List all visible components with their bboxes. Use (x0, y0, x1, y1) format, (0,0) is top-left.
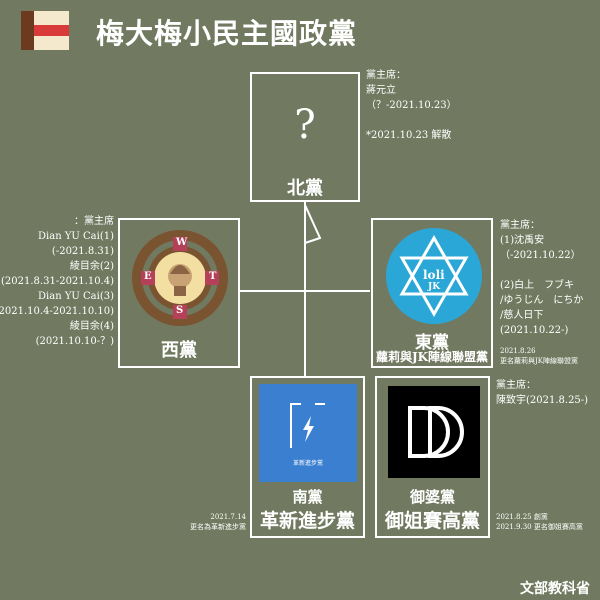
note-line: 陳致宇(2021.8.25-) (496, 395, 589, 406)
south-party-box[interactable]: 革新進步黨 南黨 革新進步黨 (250, 376, 365, 538)
note-line: *2021.10.23 解散 (366, 130, 452, 141)
note-line: 綾目余(4) (69, 321, 114, 332)
lightning-bracket-icon (290, 403, 325, 448)
compass-logo-icon (132, 230, 228, 326)
north-party-symbol: ? (294, 102, 316, 148)
small-note-line: 更名蘿莉與JK陣線聯盟黨 (500, 357, 579, 365)
south-party-logo: 革新進步黨 (259, 384, 357, 482)
east-party-label: 東黨 (415, 333, 449, 353)
note-line: 蔣元立 (366, 85, 396, 96)
compass-label-t: T (209, 271, 217, 282)
note-line: /慈人日下 (500, 310, 544, 321)
south-logo-caption: 革新進步黨 (292, 460, 323, 467)
note-line: Dian YU Cai(1) (38, 231, 114, 242)
royal-party-box[interactable]: 御婆黨 御姐賽高黨 (375, 376, 490, 538)
arrow-marker-icon (304, 205, 322, 244)
small-note-line: 2021.8.26 (500, 347, 536, 355)
small-note-line: 更名為革新進步黨 (190, 523, 246, 531)
note-line: (2)白上 フブキ (500, 280, 575, 291)
south-party-label: 南黨 (292, 488, 323, 506)
note-line (500, 263, 583, 278)
note-line: 綾目余(2) (69, 261, 114, 272)
east-party-small-notes: 2021.8.26 更名蘿莉與JK陣線聯盟黨 (500, 346, 578, 366)
east-logo-text-loli: loli (423, 268, 445, 282)
small-note-line: 2021.9.30 更名御姐賽高黨 (496, 523, 583, 531)
west-party-box[interactable]: W E T S 西黨 (118, 218, 240, 368)
east-logo-text-jk: JK (428, 282, 441, 292)
note-line: （？-2021.10.23） (366, 100, 457, 111)
small-note-line: 2021.7.14 (210, 513, 246, 521)
east-party-sublabel: 蘿莉與JK陣線聯盟黨 (375, 350, 489, 364)
note-line: (1)沈禹安 (500, 235, 545, 246)
west-party-notes: ：黨主席 Dian YU Cai(1) (-2021.8.31) 綾目余(2) … (0, 214, 114, 349)
note-line: ：黨主席 (74, 216, 114, 227)
royal-party-small-notes: 2021.8.25 創黨 2021.9.30 更名御姐賽高黨 (496, 512, 583, 532)
compass-label-s: S (176, 305, 184, 316)
north-party-box[interactable]: ? 北黨 (250, 72, 360, 202)
west-party-label: 西黨 (161, 340, 197, 361)
royal-party-label: 御婆黨 (409, 488, 455, 506)
north-party-label: 北黨 (287, 178, 323, 199)
note-line: 黨主席： (496, 380, 536, 391)
east-party-box[interactable]: loli JK 東黨 蘿莉與JK陣線聯盟黨 (371, 218, 493, 368)
royal-party-sublabel: 御姐賽高黨 (384, 510, 480, 532)
note-line: (2021.8.31-2021.10.4) (1, 276, 114, 287)
note-line (366, 113, 457, 128)
note-line: (2021.10.4-2021.10.10) (0, 306, 114, 317)
note-line: /ゆうじん にちか (500, 295, 584, 306)
compass-label-e: E (144, 271, 152, 282)
note-line: (-2021.8.31) (51, 246, 114, 257)
connector-vertical (304, 200, 306, 376)
note-line: Dian YU Cai(3) (38, 291, 114, 302)
note-line: (2021.10.10-？) (35, 336, 114, 347)
note-line: (2021.10.22-) (500, 325, 569, 336)
royal-party-logo (388, 386, 480, 478)
party-flag-icon (21, 11, 69, 50)
page-title: 梅大梅小民主國政黨 (96, 17, 358, 50)
footer-credit: 文部教科省 (520, 581, 590, 597)
note-line: 黨主席： (500, 220, 540, 231)
note-line: （-2021.10.22） (500, 250, 581, 261)
compass-label-w: W (176, 237, 188, 248)
royal-party-notes: 黨主席： 陳致宇(2021.8.25-) (496, 378, 588, 408)
hexagram-logo-icon (386, 228, 482, 324)
east-party-notes: 黨主席： (1)沈禹安 （-2021.10.22） (2)白上 フブキ /ゆうじ… (500, 218, 583, 338)
note-line: 黨主席： (366, 70, 406, 81)
north-party-notes: 黨主席： 蔣元立 （？-2021.10.23） *2021.10.23 解散 (366, 68, 457, 143)
south-party-sublabel: 革新進步黨 (259, 510, 355, 532)
double-d-icon (408, 406, 464, 458)
small-note-line: 2021.8.25 創黨 (496, 513, 548, 521)
south-party-small-notes: 2021.7.14 更名為革新進步黨 (190, 512, 246, 532)
